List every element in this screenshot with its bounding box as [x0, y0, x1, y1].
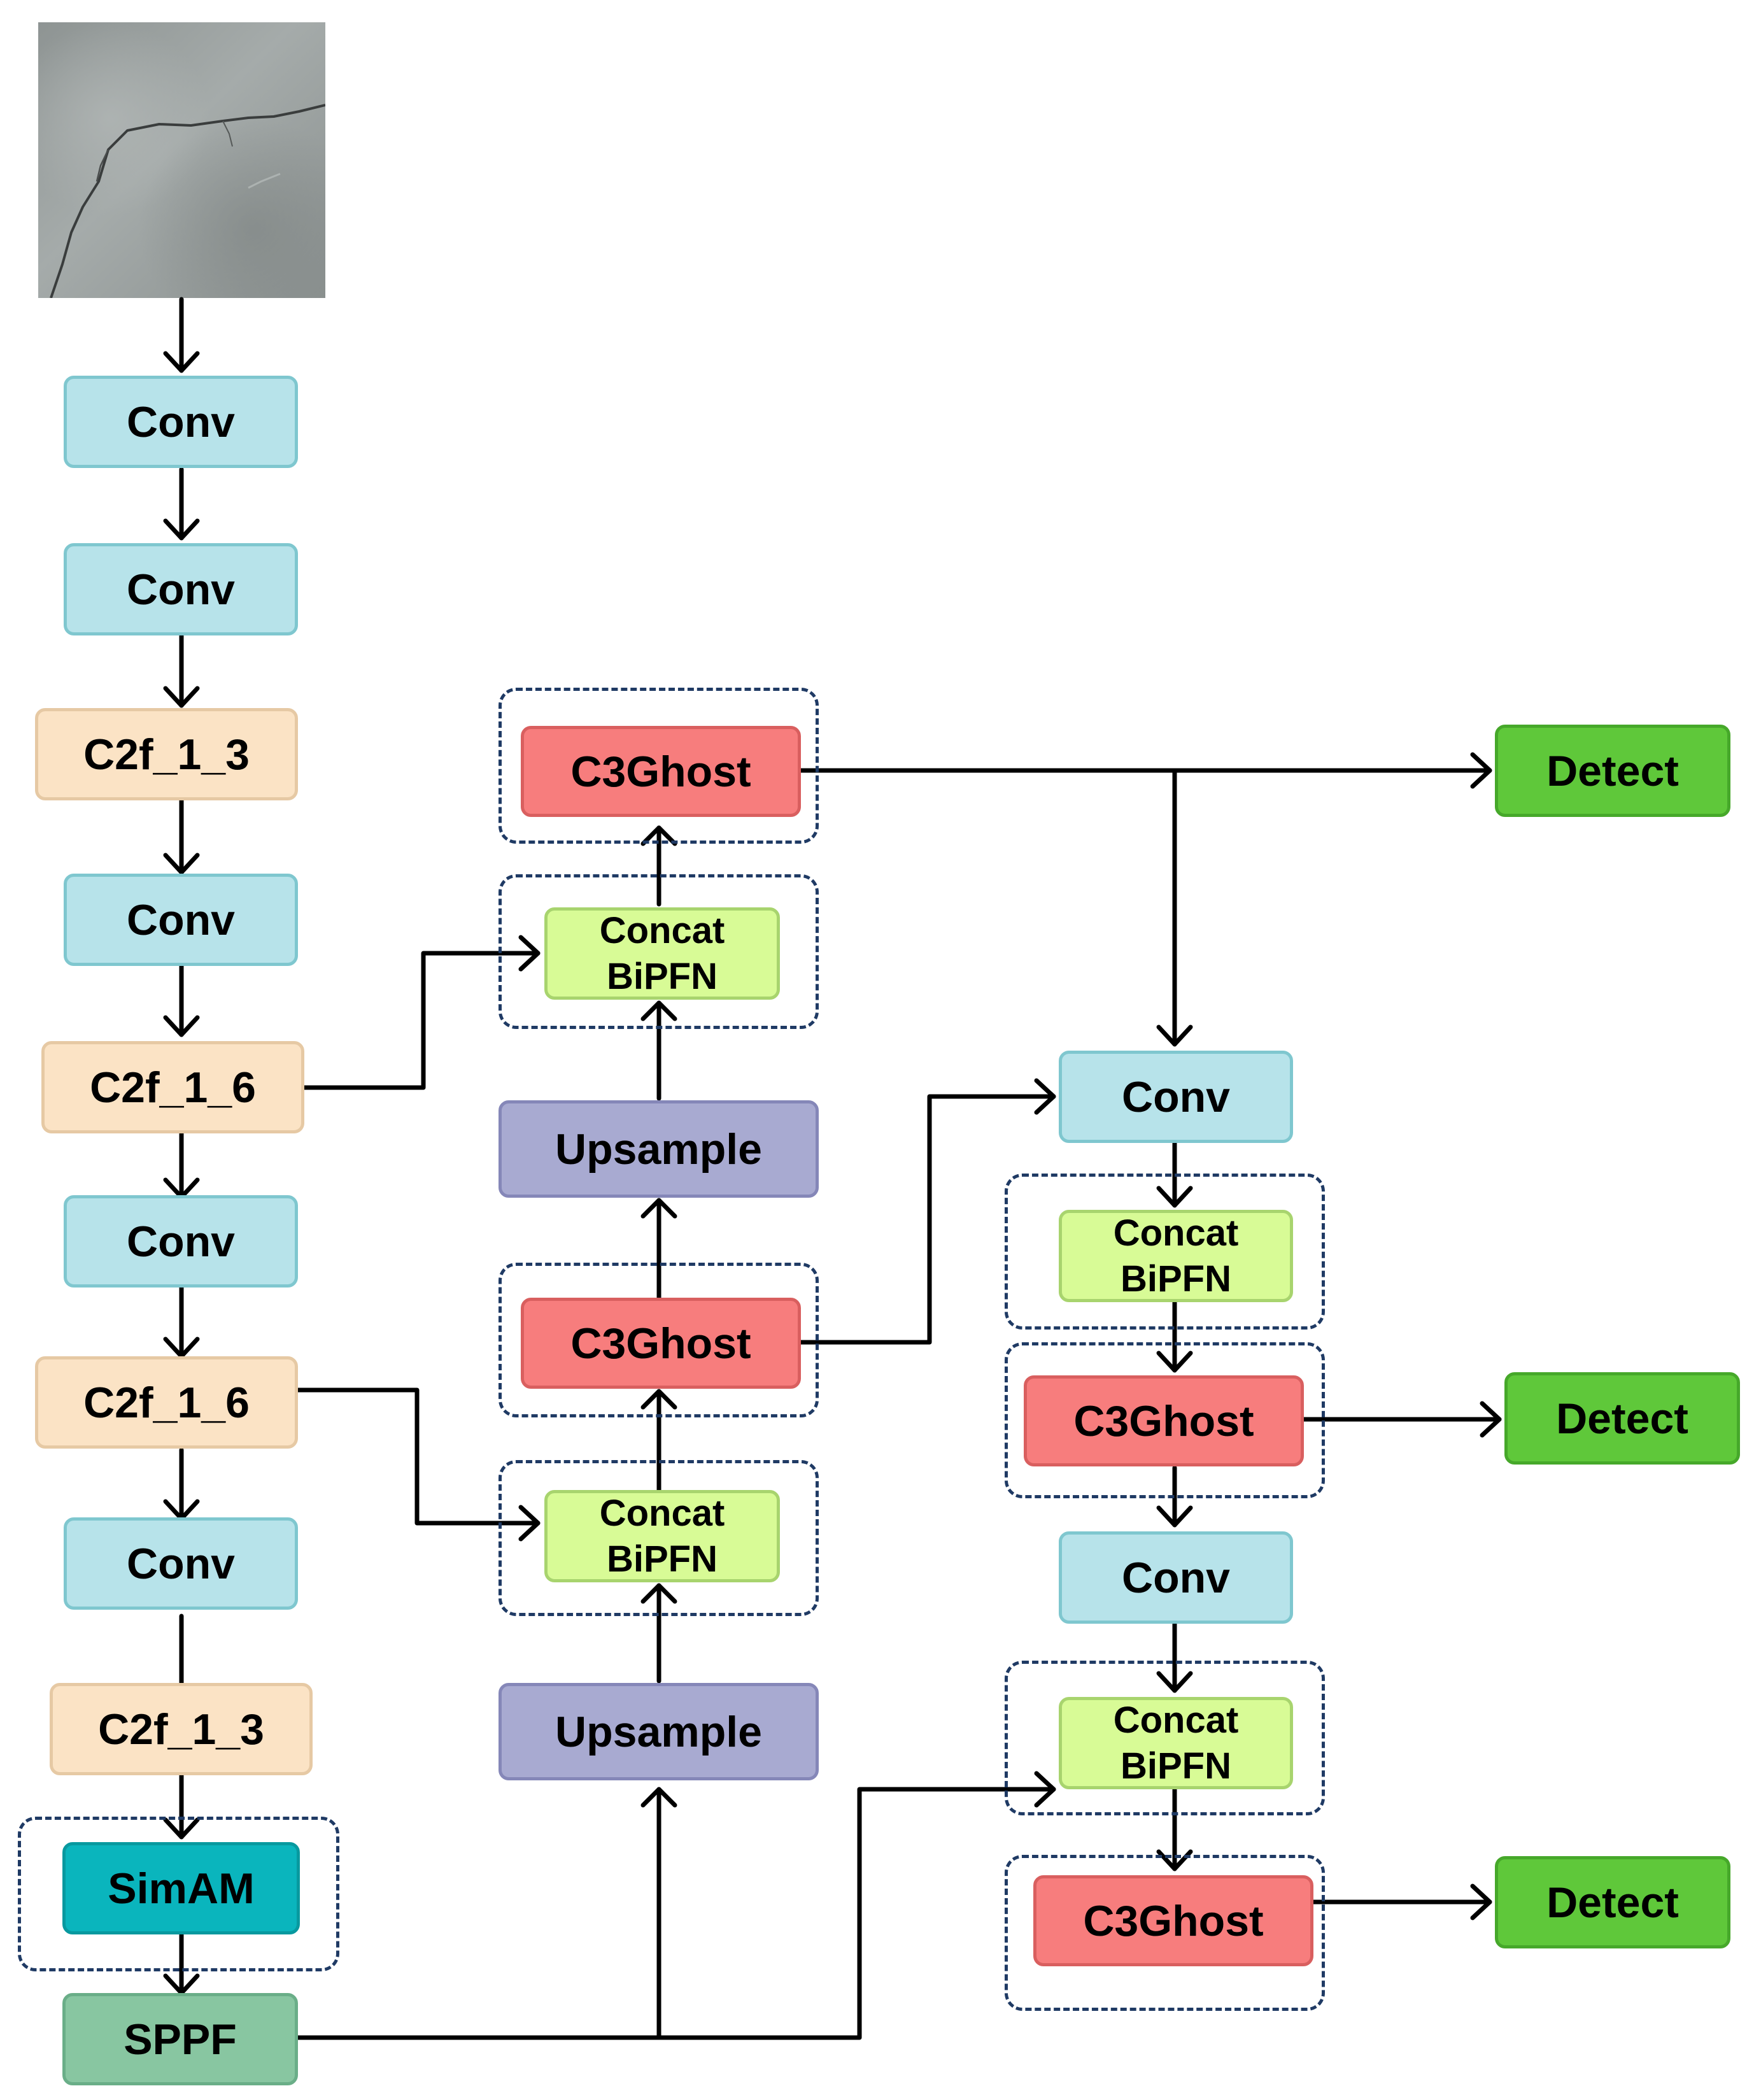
group-frame-simam [18, 1817, 339, 1971]
neck-right-conv-top: Conv [1059, 1051, 1293, 1143]
group-frame-c3ghost-right-2 [1005, 1855, 1325, 2011]
neck-right-conv-bottom: Conv [1059, 1531, 1293, 1624]
group-frame-concat-right-2 [1005, 1661, 1325, 1815]
group-frame-c3ghost-right-1 [1005, 1342, 1325, 1498]
backbone-conv-2: Conv [64, 543, 298, 635]
neck-right-concat-bipfn-top: Concat BiPFN [1059, 1210, 1293, 1302]
neck-right-c3ghost-mid: C3Ghost [1024, 1375, 1304, 1466]
bipfn-label: BiPFN [1121, 1258, 1231, 1300]
neck-c3ghost-mid: C3Ghost [521, 1298, 801, 1389]
backbone-conv-5: Conv [64, 1517, 298, 1610]
simam-block: SimAM [62, 1842, 300, 1934]
backbone-conv-4: Conv [64, 1195, 298, 1288]
neck-c3ghost-top: C3Ghost [521, 726, 801, 817]
concat-label: Concat [599, 1492, 725, 1534]
detect-head-3: Detect [1495, 1856, 1730, 1948]
group-frame-concat-top [499, 874, 819, 1029]
neck-right-concat-bipfn-bottom: Concat BiPFN [1059, 1697, 1293, 1789]
neck-concat-bipfn-mid: Concat BiPFN [544, 1490, 780, 1582]
bipfn-label: BiPFN [607, 955, 718, 997]
group-frame-concat-mid [499, 1460, 819, 1616]
concat-label: Concat [1113, 1699, 1239, 1741]
group-frame-c3ghost-top [499, 688, 819, 844]
bipfn-label: BiPFN [607, 1538, 718, 1580]
concat-label: Concat [1113, 1212, 1239, 1254]
detect-head-1: Detect [1495, 725, 1730, 817]
input-crack-photo [38, 22, 325, 298]
neck-right-c3ghost-bottom: C3Ghost [1033, 1875, 1313, 1966]
backbone-conv-3: Conv [64, 874, 298, 966]
neck-upsample-bottom: Upsample [499, 1683, 819, 1780]
sppf-block: SPPF [62, 1993, 298, 2085]
neck-upsample-top: Upsample [499, 1100, 819, 1198]
group-frame-concat-right-1 [1005, 1174, 1325, 1330]
backbone-conv-1: Conv [64, 376, 298, 468]
group-frame-c3ghost-mid [499, 1263, 819, 1417]
backbone-c2f-1: C2f_1_3 [35, 708, 298, 800]
backbone-c2f-2: C2f_1_6 [41, 1041, 304, 1133]
neck-concat-bipfn-top: Concat BiPFN [544, 907, 780, 1000]
bipfn-label: BiPFN [1121, 1745, 1231, 1787]
detect-head-2: Detect [1504, 1372, 1740, 1465]
backbone-c2f-4: C2f_1_3 [50, 1683, 313, 1775]
concat-label: Concat [599, 909, 725, 951]
backbone-c2f-3: C2f_1_6 [35, 1356, 298, 1449]
